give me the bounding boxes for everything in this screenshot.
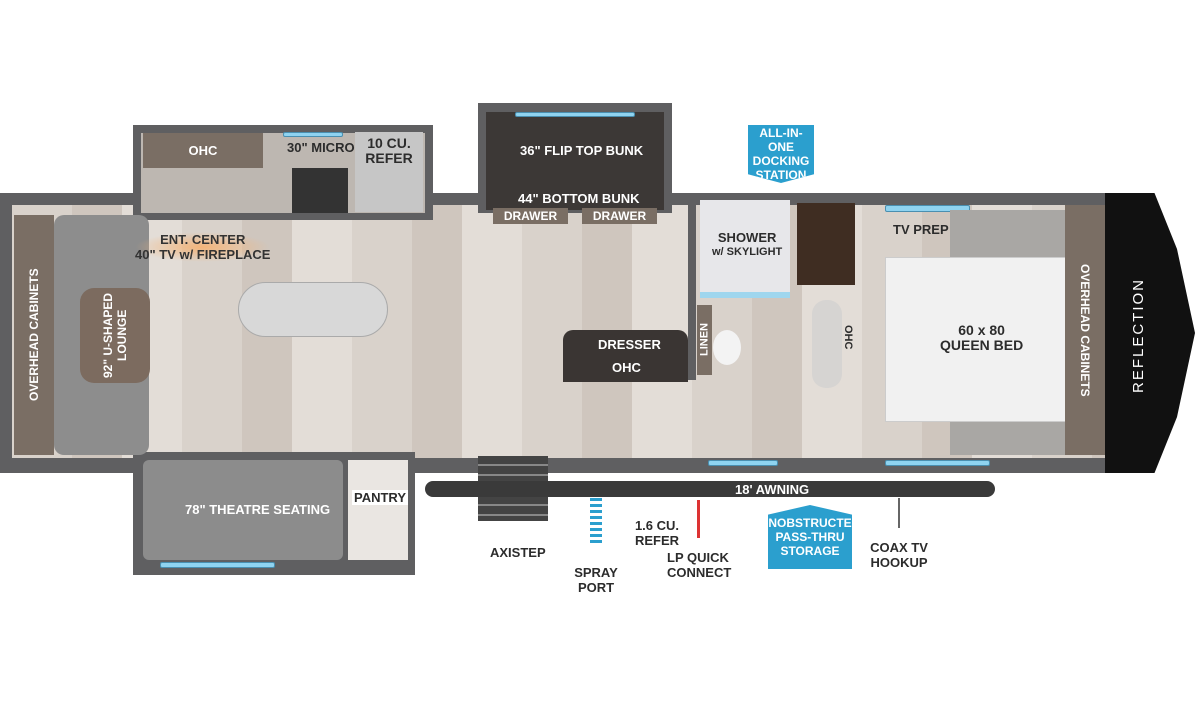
micro-label: 30" MICRO [287,140,355,155]
spray-port-label: SPRAY PORT [574,565,618,595]
bunk [486,112,664,210]
lp-label: LP QUICK CONNECT [667,550,732,580]
bed-title: QUEEN BED [940,337,1024,353]
awning-bar [425,481,995,497]
drawer-right: DRAWER [582,208,657,224]
refer-label: 10 CU. REFER [355,132,423,212]
pass-thru-storage-callout: UNOBSTRUCTED PASS-THRU STORAGE [768,505,852,569]
mini-refer-label: 1.6 CU. REFER [634,518,680,548]
pantry [348,460,408,560]
ent-center-title: ENT. CENTER [160,232,246,247]
window [885,205,970,212]
window [885,460,990,466]
bath-sink [812,300,842,388]
window [283,132,343,137]
axistep-label: AXISTEP [490,545,546,560]
shower [700,200,790,298]
bed-size: 60 x 80 [958,322,1005,338]
kitchen-island-sink [238,282,388,337]
flip-bunk-label: 36" FLIP TOP BUNK [520,143,644,158]
nose-cap [1105,193,1195,473]
overhead-cabinets-right: OVERHEAD CABINETS [1065,205,1105,455]
awning-label: 18' AWNING [735,482,810,497]
ent-center-tv: 40" TV w/ FIREPLACE [135,247,271,262]
closet [797,203,855,285]
dresser-label: DRESSER [598,337,661,352]
linen-cabinet: LINEN [697,305,712,375]
window [515,112,635,117]
lounge-table: 92" U-SHAPED LOUNGE [80,288,150,383]
queen-bed [885,257,1075,422]
docking-station-callout: ALL-IN-ONE DOCKING STATION [748,125,814,183]
pantry-label: PANTRY [352,490,408,505]
theatre-seating [143,460,343,560]
bottom-bunk-label: 44" BOTTOM BUNK [518,191,640,206]
toilet [713,330,741,365]
spray-hose-icon [590,498,602,543]
window [160,562,275,568]
bath-ohc-label: OHC [842,325,854,350]
theatre-label: 78" THEATRE SEATING [185,502,331,517]
dresser-ohc-label: OHC [612,360,641,375]
shower-title: SHOWER [717,230,777,245]
stove [292,168,348,213]
overhead-cabinets-left: OVERHEAD CABINETS [14,215,54,455]
tv-prep-label: TV PREP [893,222,949,237]
kitchen-ohc: OHC [143,133,263,168]
coax-label: COAX TV HOOKUP [870,540,928,570]
drawer-left: DRAWER [493,208,568,224]
dresser [563,330,688,382]
brand-logo: REFLECTION [1130,277,1147,393]
shower-sub: w/ SKYLIGHT [712,246,783,258]
bath-wall [688,200,696,380]
lp-connector-icon [697,500,700,538]
window [708,460,778,466]
coax-line-icon [898,498,900,528]
